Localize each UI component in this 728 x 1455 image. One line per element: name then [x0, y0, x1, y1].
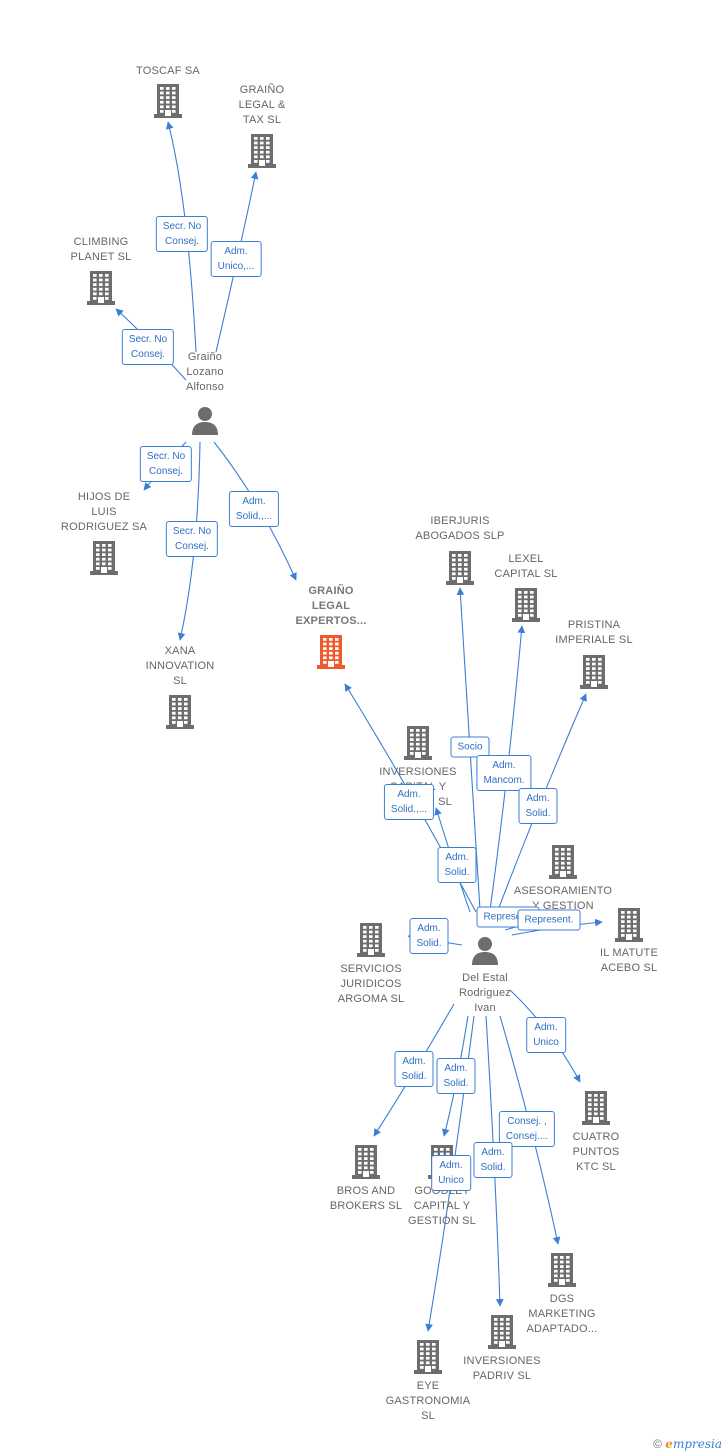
edge-label-delestal-iberjuris[interactable]: Socio [450, 736, 490, 758]
node-label-iberjuris[interactable]: IBERJURIS ABOGADOS SLP [415, 515, 505, 542]
building-icon-dgs[interactable] [547, 1251, 577, 1292]
node-label-climbing[interactable]: CLIMBING PLANET SL [70, 236, 132, 263]
building-icon-iberjuris[interactable] [445, 549, 475, 590]
edge-label-delestal-lexel[interactable]: Adm. Mancom. [476, 755, 532, 791]
building-icon-pristina[interactable] [579, 653, 609, 694]
edge-label-delestal-bros[interactable]: Adm. Solid. [394, 1051, 434, 1087]
edge-label-delestal-pristina[interactable]: Adm. Solid. [518, 788, 558, 824]
brand-logo-text: mpresia [672, 1437, 722, 1451]
node-label-pristina[interactable]: PRISTINA IMPERIALE SL [555, 619, 633, 646]
node-label-delestal[interactable]: Del Estal Rodriguez Ivan [459, 972, 511, 1014]
building-icon-bros[interactable] [351, 1143, 381, 1184]
building-icon-lexel[interactable] [511, 586, 541, 627]
edge-label-delestal-dgs[interactable]: Consej. , Consej.... [498, 1111, 556, 1147]
building-icon-asesoramiento[interactable] [548, 843, 578, 884]
edge-label-delestal-expertos[interactable]: Adm. Solid.,... [383, 784, 435, 820]
edge-label-graino-expertos[interactable]: Adm. Solid.,... [228, 491, 280, 527]
node-label-cuatro[interactable]: CUATRO PUNTOS KTC SL [572, 1131, 620, 1173]
edge-label-graino-climbing[interactable]: Secr. No Consej. [121, 329, 175, 365]
edge-label-delestal-cuatro[interactable]: Adm. Unico [526, 1017, 566, 1053]
edge-label-graino-toscaf[interactable]: Secr. No Consej. [155, 216, 209, 252]
building-icon-cuatro[interactable] [581, 1089, 611, 1130]
building-icon-toscaf[interactable] [153, 82, 183, 123]
edge-label-graino-hijos[interactable]: Secr. No Consej. [139, 446, 193, 482]
building-icon-servicios[interactable] [356, 921, 386, 962]
node-label-servicios[interactable]: SERVICIOS JURIDICOS ARGOMA SL [337, 963, 405, 1005]
building-icon-expertos[interactable] [316, 633, 346, 674]
node-label-bros[interactable]: BROS AND BROKERS SL [329, 1185, 403, 1212]
building-icon-climbing[interactable] [86, 269, 116, 310]
edge-label-delestal-eye[interactable]: Adm. Unico [431, 1155, 471, 1191]
building-icon-hijos[interactable] [89, 539, 119, 580]
node-label-padriv[interactable]: INVERSIONES PADRIV SL [463, 1355, 541, 1382]
edge-label-delestal-servicios[interactable]: Adm. Solid. [409, 918, 449, 954]
edge-label-graino-xana[interactable]: Secr. No Consej. [165, 521, 219, 557]
node-label-hijos[interactable]: HIJOS DE LUIS RODRIGUEZ SA [60, 491, 148, 533]
node-label-expertos[interactable]: GRAIÑO LEGAL EXPERTOS... [295, 585, 367, 627]
edge-label-delestal-ilmatute[interactable]: Represent. [517, 909, 581, 931]
node-label-graino[interactable]: Graiño Lozano Alfonso [185, 351, 225, 393]
building-icon-inversionescap[interactable] [403, 724, 433, 765]
node-label-ilmatute[interactable]: IL MATUTE ACEBO SL [599, 947, 659, 974]
node-label-lexel[interactable]: LEXEL CAPITAL SL [494, 553, 558, 580]
edge-label-delestal-inversionescap[interactable]: Adm. Solid. [437, 847, 477, 883]
edge-label-delestal-padriv[interactable]: Adm. Solid. [473, 1142, 513, 1178]
node-label-eye[interactable]: EYE GASTRONOMIA SL [385, 1380, 471, 1422]
copyright-symbol: © [653, 1437, 662, 1451]
node-label-xana[interactable]: XANA INNOVATION SL [145, 645, 215, 687]
building-icon-xana[interactable] [165, 693, 195, 734]
person-icon-delestal[interactable] [470, 935, 500, 970]
edge-label-graino-grainolegal[interactable]: Adm. Unico,... [210, 241, 262, 277]
person-icon-graino[interactable] [190, 405, 220, 440]
building-icon-eye[interactable] [413, 1338, 443, 1379]
node-label-grainolegal[interactable]: GRAIÑO LEGAL & TAX SL [238, 84, 286, 126]
brand-logo-e: e [665, 1437, 673, 1451]
building-icon-padriv[interactable] [487, 1313, 517, 1354]
node-label-dgs[interactable]: DGS MARKETING ADAPTADO... [526, 1293, 598, 1335]
building-icon-grainolegal[interactable] [247, 132, 277, 173]
node-label-toscaf[interactable]: TOSCAF SA [136, 65, 200, 77]
brand-watermark: © empresia [653, 1437, 722, 1451]
edge-label-delestal-goodlet[interactable]: Adm. Solid. [436, 1058, 476, 1094]
building-icon-ilmatute[interactable] [614, 906, 644, 947]
